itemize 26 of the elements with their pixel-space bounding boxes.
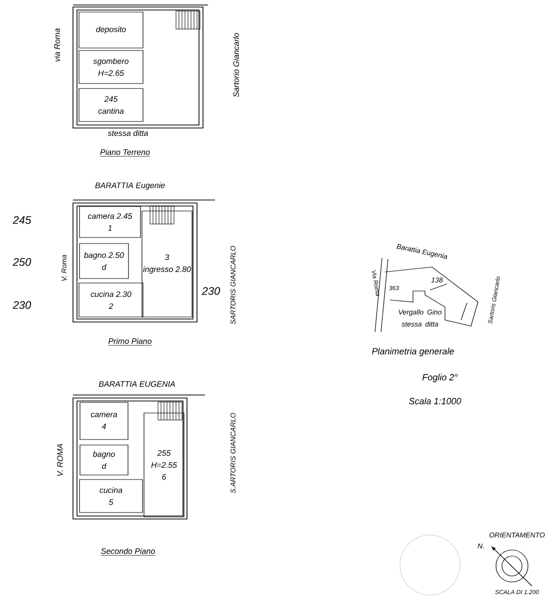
room-box: cucina 2.30 2 bbox=[78, 282, 144, 318]
room-box: 3 ingresso 2.80 bbox=[142, 210, 192, 318]
neighbour-label: BARATTIA Eugenie bbox=[95, 182, 165, 190]
room-box: camera 4 bbox=[80, 402, 128, 440]
street-label: via Roma bbox=[54, 28, 60, 62]
height-label: 250 bbox=[12, 258, 32, 266]
height-label: 230 bbox=[12, 301, 32, 309]
sheet-label: Foglio 2° bbox=[422, 374, 458, 382]
room-box: bagno d bbox=[80, 444, 128, 476]
room-box: 245 cantina bbox=[78, 88, 144, 122]
room-box: sgombero H=2.65 bbox=[78, 50, 144, 84]
site-plan-title: Planimetria generale bbox=[372, 348, 454, 356]
room-box: bagno 2.50 d bbox=[79, 243, 129, 279]
floor-title: Piano Terreno bbox=[100, 149, 150, 157]
room-box: 255 H=2.55 6 bbox=[144, 412, 184, 518]
room-box: camera 2.45 1 bbox=[79, 206, 141, 238]
neighbour-label: stessa ditta bbox=[108, 130, 148, 136]
neighbour-label: BARATTIA EUGENIA bbox=[98, 381, 175, 387]
floor-title: Secondo Piano bbox=[100, 548, 156, 556]
room-box: deposito bbox=[78, 12, 144, 48]
floor-title: Primo Piano bbox=[108, 338, 152, 346]
room-box: cucina 5 bbox=[79, 479, 143, 513]
street-label: V. ROMA bbox=[57, 444, 63, 476]
scale-label: Scala 1:1000 bbox=[408, 398, 462, 404]
height-label: 245 bbox=[12, 216, 32, 224]
neighbour-label: Sartorio Giancarlo bbox=[233, 33, 239, 98]
